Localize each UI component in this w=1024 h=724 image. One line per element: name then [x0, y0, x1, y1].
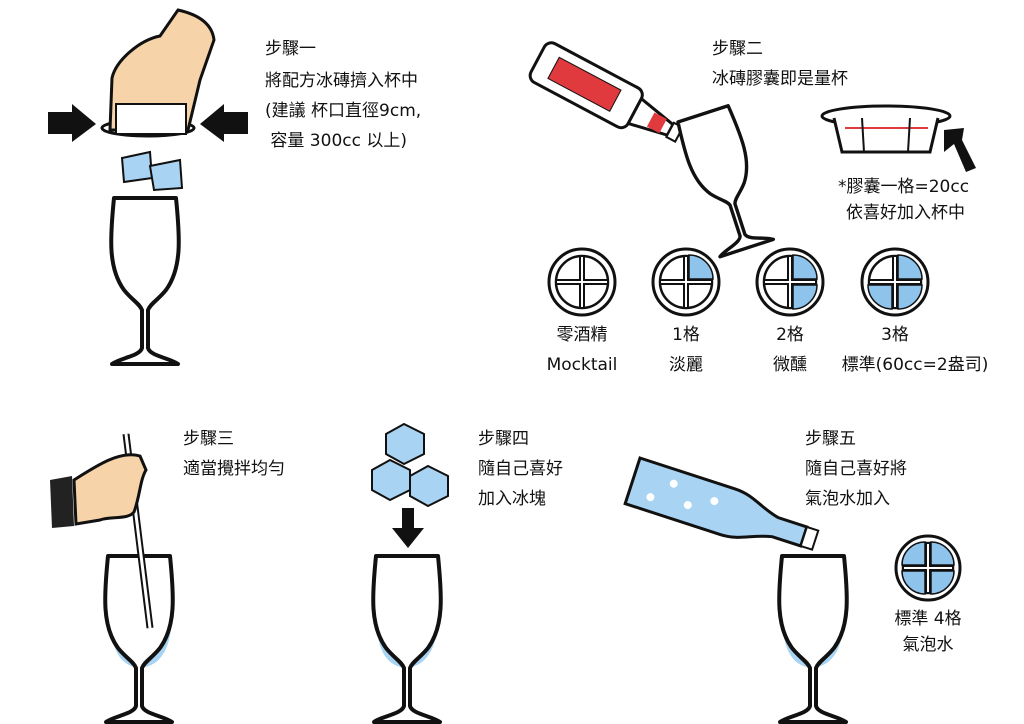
capsule-top-icon	[894, 534, 962, 602]
filled-cell	[867, 284, 893, 310]
step4-illustration	[371, 422, 449, 724]
wine-glass-icon	[103, 554, 175, 724]
step1-title: 步驟一	[265, 39, 316, 59]
option-label: 微醺	[773, 355, 807, 375]
ice-brick-icon	[115, 103, 187, 135]
capsule-top-icon	[547, 247, 617, 317]
step2-title: 步驟二	[712, 39, 763, 59]
arrow-left-icon	[200, 104, 248, 142]
step5-title: 步驟五	[805, 429, 856, 449]
step5-line: 氣泡水加入	[805, 489, 890, 509]
option-label: 2格	[776, 325, 804, 345]
step4-title: 步驟四	[478, 429, 529, 449]
filled-cell	[901, 541, 926, 566]
sleeve-icon	[50, 476, 74, 528]
step3-illustration	[50, 433, 175, 724]
sparkling-bottle-icon	[623, 456, 820, 551]
step5-line: 隨自己喜好將	[805, 459, 907, 479]
capsule-top-icon	[755, 247, 825, 317]
wine-glass-icon	[109, 196, 181, 366]
capsule-top-icon	[651, 247, 721, 317]
hand-icon	[72, 453, 148, 526]
option-label: 標準(60cc=2盎司)	[841, 355, 989, 375]
filled-cell	[930, 541, 955, 566]
step2-note: *膠囊一格=20cc	[838, 177, 970, 197]
option-label: 3格	[881, 325, 909, 345]
step1-illustration	[48, 8, 248, 366]
option-label: 淡麗	[669, 355, 703, 375]
filled-cell	[901, 570, 926, 595]
filled-cell	[897, 284, 923, 310]
option-label: Mocktail	[546, 355, 618, 375]
step5-illustration	[623, 456, 849, 724]
option-label: 1格	[672, 325, 700, 345]
step2-illustration	[528, 41, 976, 259]
step3-line: 適當攪拌均勻	[183, 459, 285, 479]
step1-line: 容量 300cc 以上)	[265, 131, 407, 151]
filled-cell	[688, 254, 714, 280]
wine-glass-icon	[777, 554, 849, 724]
arrow-right-icon	[48, 104, 96, 142]
step5-capsule-label: 氣泡水	[902, 635, 954, 655]
wine-glass-icon	[371, 554, 443, 724]
arrow-down-icon	[392, 508, 424, 548]
filled-cell	[930, 570, 955, 595]
step3-title: 步驟三	[183, 429, 234, 449]
step1-line: (建議 杯口直徑9cm,	[265, 101, 422, 121]
step4-line: 加入冰塊	[478, 489, 546, 509]
arrow-up-left-icon	[944, 128, 976, 172]
step5-capsule-label: 標準 4格	[894, 609, 962, 629]
ice-cubes-icon	[371, 422, 449, 508]
step1-line: 將配方冰磚擠入杯中	[265, 71, 418, 91]
hand-icon	[108, 8, 216, 132]
step4-line: 隨自己喜好	[478, 459, 563, 479]
step2-subtitle: 冰磚膠囊即是量杯	[712, 69, 848, 89]
filled-cell	[792, 254, 818, 280]
capsule-side-icon	[832, 117, 940, 154]
tilted-glass-icon	[674, 103, 776, 259]
bottle-icon	[528, 41, 685, 143]
filled-cell	[792, 284, 818, 310]
capsule-top-icon	[860, 247, 930, 317]
option-label: 零酒精	[556, 325, 608, 345]
step2-note: 依喜好加入杯中	[846, 203, 965, 223]
filled-cell	[897, 254, 923, 280]
